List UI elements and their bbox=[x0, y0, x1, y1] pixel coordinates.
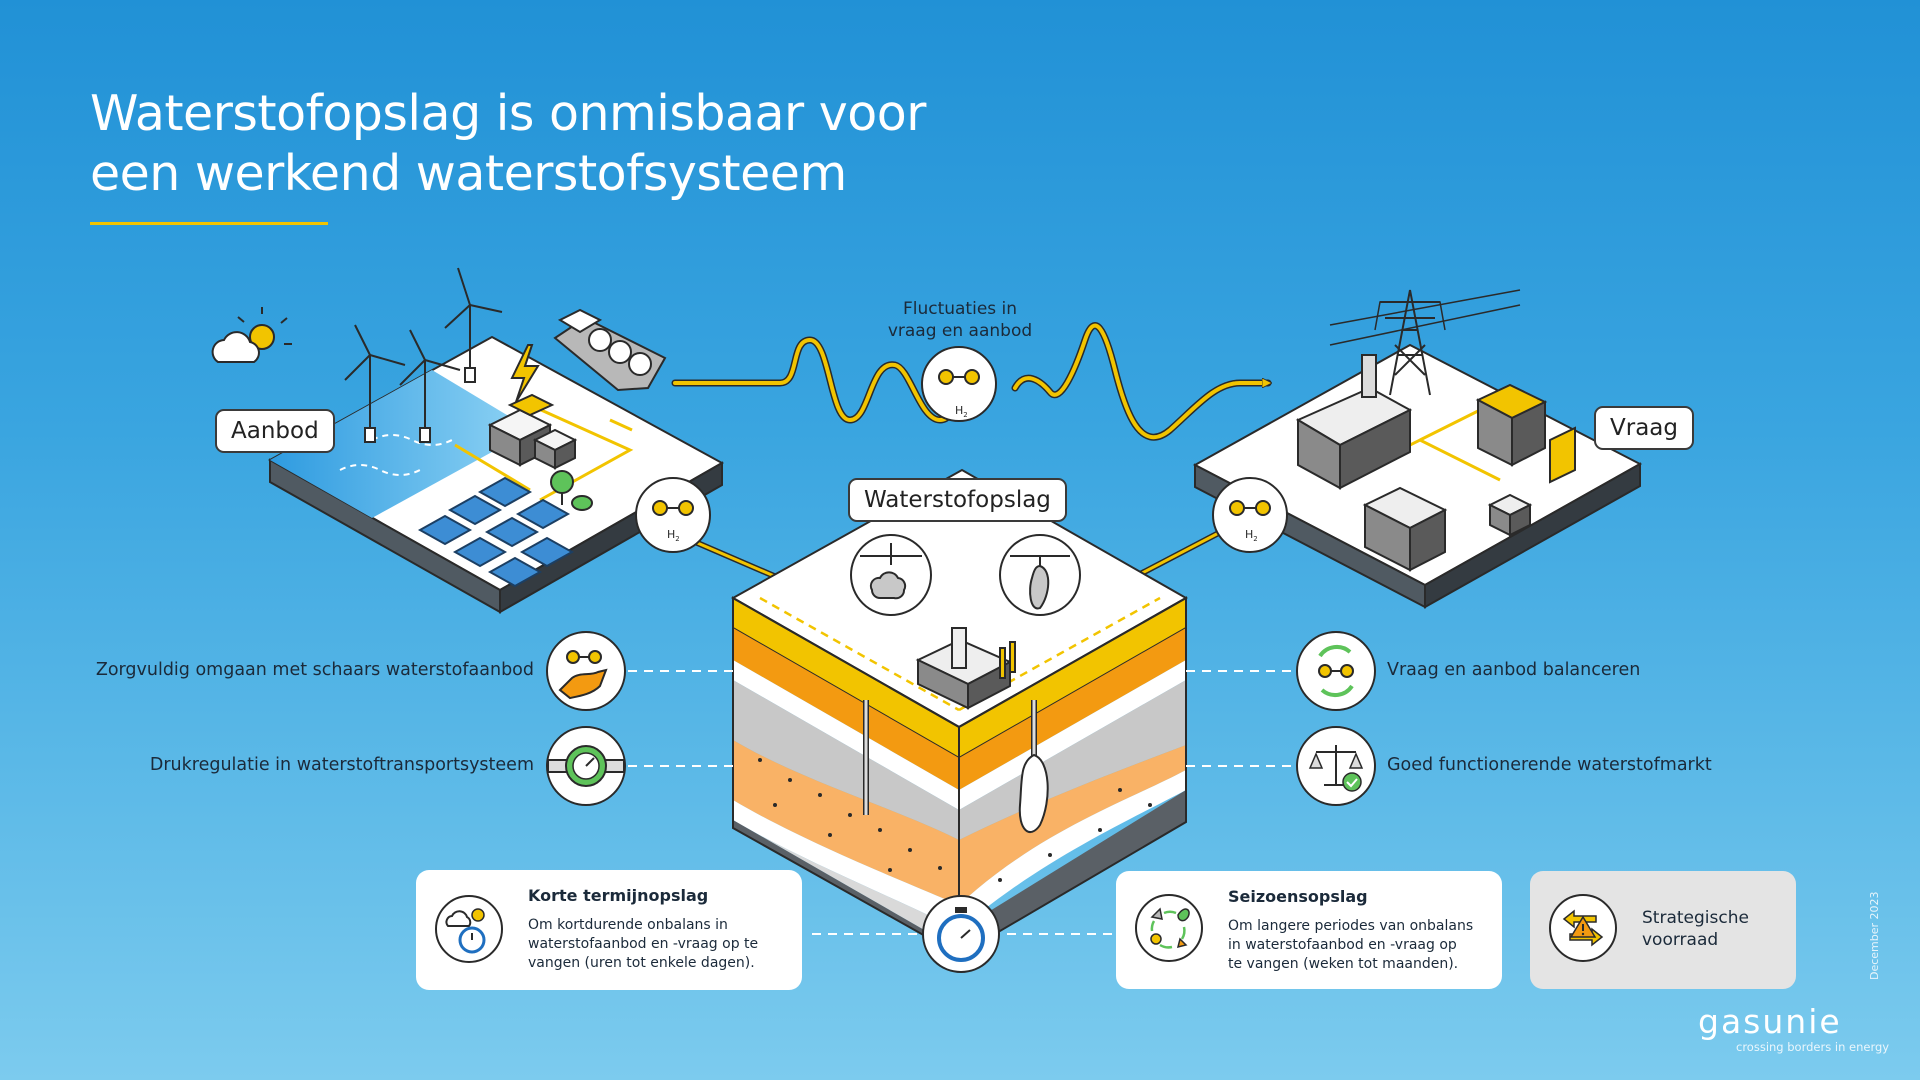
tree-icon bbox=[550, 470, 593, 511]
title-underline bbox=[90, 222, 328, 225]
hand-molecule-icon bbox=[546, 631, 626, 711]
dashed-connectors bbox=[628, 670, 1296, 935]
storage-label: Waterstofopslag bbox=[848, 478, 1067, 522]
benefit-label-left: Drukregulatie in waterstoftransportsyste… bbox=[149, 755, 534, 775]
card-body: Om kortdurende onbalans in waterstofaanb… bbox=[528, 917, 759, 971]
benefit-label-right: Goed functionerende waterstofmarkt bbox=[1387, 755, 1712, 775]
card-body: Om langere periodes van onbalans in wate… bbox=[1228, 918, 1474, 972]
h2-label: H2 bbox=[667, 528, 680, 543]
short-term-storage-card: Korte termijnopslag Om kortdurende onbal… bbox=[416, 870, 802, 990]
lng-ship bbox=[553, 308, 667, 392]
fluctuation-label: Fluctuaties in vraag en aanbod bbox=[887, 299, 1033, 341]
industrial-building bbox=[1475, 383, 1576, 484]
demand-platform bbox=[1192, 289, 1643, 609]
lightning-icon bbox=[510, 344, 540, 403]
weather-clock-icon bbox=[435, 895, 503, 963]
h2-label: H2 bbox=[1245, 528, 1258, 543]
seasonal-storage-card: Seizoensopslag Om langere periodes van o… bbox=[1116, 871, 1502, 989]
strategic-reserve-card: Strategische voorraad bbox=[1530, 871, 1796, 989]
title-line: een werkend waterstofsysteem bbox=[90, 145, 847, 202]
logo-tagline: crossing borders in energy bbox=[1736, 1040, 1890, 1054]
h2-molecule-icon bbox=[1212, 477, 1288, 553]
date-label: December 2023 bbox=[1868, 891, 1881, 980]
strategic-reserve-label: Strategische voorraad bbox=[1642, 908, 1749, 950]
salt-cavern bbox=[1018, 753, 1049, 833]
title-line: Waterstofopslag is onmisbaar voor bbox=[90, 85, 926, 142]
benefit-label-right: Vraag en aanbod balanceren bbox=[1387, 660, 1641, 680]
demand-label: Vraag bbox=[1594, 406, 1694, 450]
depleted-field-icon bbox=[850, 534, 932, 616]
seasons-cycle-icon bbox=[1135, 894, 1203, 962]
h2-molecule-icon bbox=[635, 477, 711, 553]
pressure-gauge-icon bbox=[546, 726, 626, 806]
gasunie-logo: gasunie bbox=[1698, 1002, 1842, 1041]
electrolyser-building bbox=[487, 393, 578, 470]
supply-label: Aanbod bbox=[215, 409, 335, 453]
sun-cloud-icon bbox=[211, 307, 292, 363]
salt-cavern-icon bbox=[999, 534, 1081, 616]
factory-building bbox=[1295, 354, 1413, 490]
card-title: Korte termijnopslag bbox=[528, 886, 709, 905]
office-blocks bbox=[1362, 486, 1533, 572]
storage-cube bbox=[730, 468, 1189, 957]
balance-cycle-icon bbox=[1296, 631, 1376, 711]
h2-molecule-icon bbox=[921, 346, 997, 422]
power-pylon bbox=[1329, 289, 1521, 396]
stopwatch-icon bbox=[922, 895, 1000, 973]
page-title: Waterstofopslag is onmisbaar voor een we… bbox=[90, 84, 926, 204]
compressor-station bbox=[915, 627, 1016, 710]
benefit-label-left: Zorgvuldig omgaan met schaars waterstofa… bbox=[95, 660, 534, 680]
wind-turbines bbox=[344, 267, 503, 443]
card-title: Seizoensopslag bbox=[1228, 887, 1368, 906]
h2-label: H2 bbox=[955, 404, 968, 419]
warning-arrows-icon bbox=[1549, 894, 1617, 962]
scales-check-icon bbox=[1296, 726, 1376, 806]
solar-panels bbox=[417, 476, 575, 588]
